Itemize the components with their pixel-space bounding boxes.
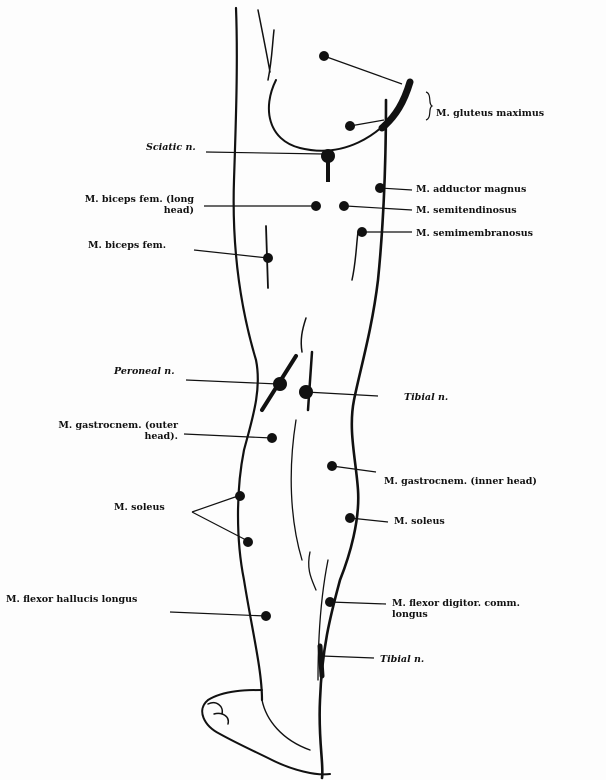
point-flexor-digitor: [325, 597, 335, 607]
leader-semitendinosus: [346, 206, 412, 210]
leader-gastro-outer: [184, 434, 272, 438]
point-gastro-outer: [267, 433, 277, 443]
leader-gluteus-1: [324, 56, 402, 84]
label-tibial-n-lower: Tibial n.: [380, 654, 424, 665]
point-soleus-right: [345, 513, 355, 523]
leader-tibial-lower: [322, 656, 374, 658]
label-semimembranosus: M. semimembranosus: [416, 228, 533, 239]
label-sciatic-n: Sciatic n.: [146, 142, 196, 153]
point-adductor: [375, 183, 385, 193]
leader-gluteus-2: [350, 120, 384, 126]
thigh-crease-3: [352, 232, 358, 280]
thigh-crease-2: [301, 318, 306, 352]
foot-outline: [202, 690, 330, 774]
point-flexor-hallucis: [261, 611, 271, 621]
point-semitendinosus: [339, 201, 349, 211]
leader-sciatic: [206, 152, 324, 154]
label-peroneal-n: Peroneal n.: [114, 366, 175, 377]
point-tibial-upper: [299, 385, 313, 399]
label-flexor-hallucis: M. flexor hallucis longus: [6, 594, 137, 605]
label-semitendinosus: M. semitendinosus: [416, 205, 517, 216]
label-biceps-fem-long: M. biceps fem. (long head): [44, 194, 194, 216]
point-soleus-l2: [243, 537, 253, 547]
point-gastro-inner: [327, 461, 337, 471]
leader-flexor-hallucis: [170, 612, 266, 616]
gluteus-bracket: [426, 92, 432, 120]
point-gluteus-1: [319, 51, 329, 61]
label-soleus-right: M. soleus: [394, 516, 445, 527]
leader-tibial-upper: [306, 392, 378, 396]
leader-soleus-l1: [192, 496, 238, 512]
label-flexor-digitor: M. flexor digitor. comm. longus: [392, 598, 520, 620]
leg-outline-left: [234, 8, 262, 700]
point-semimembranosus: [357, 227, 367, 237]
hip-shading-1: [258, 10, 270, 72]
toe-1: [208, 703, 222, 714]
point-peroneal: [273, 377, 287, 391]
sciatic-stem: [326, 160, 330, 182]
label-soleus-left: M. soleus: [114, 502, 165, 513]
toe-2: [214, 713, 228, 724]
label-biceps-fem: M. biceps fem.: [88, 240, 166, 251]
label-gluteus-maximus: M. gluteus maximus: [436, 108, 544, 119]
leader-flexor-digitor: [330, 602, 386, 604]
point-gluteus-2: [345, 121, 355, 131]
heel-contour: [262, 700, 310, 750]
point-biceps-long: [311, 201, 321, 211]
leader-biceps: [194, 250, 268, 258]
calf-contour-3: [309, 552, 316, 590]
hip-shading-2: [268, 30, 274, 80]
label-gastrocnem-inner: M. gastrocnem. (inner head): [384, 476, 537, 487]
point-biceps: [263, 253, 273, 263]
label-gastrocnem-outer: M. gastrocnem. (outer head).: [22, 420, 178, 442]
label-tibial-n-upper: Tibial n.: [404, 392, 448, 403]
calf-contour-1: [291, 420, 302, 560]
label-adductor-magnus: M. adductor magnus: [416, 184, 526, 195]
tibial-nerve-line: [308, 352, 312, 410]
leader-gastro-inner: [332, 466, 376, 472]
tendon-line: [320, 646, 322, 676]
leg-outline-right: [320, 100, 386, 778]
point-soleus-l1: [235, 491, 245, 501]
leader-peroneal: [186, 380, 278, 384]
